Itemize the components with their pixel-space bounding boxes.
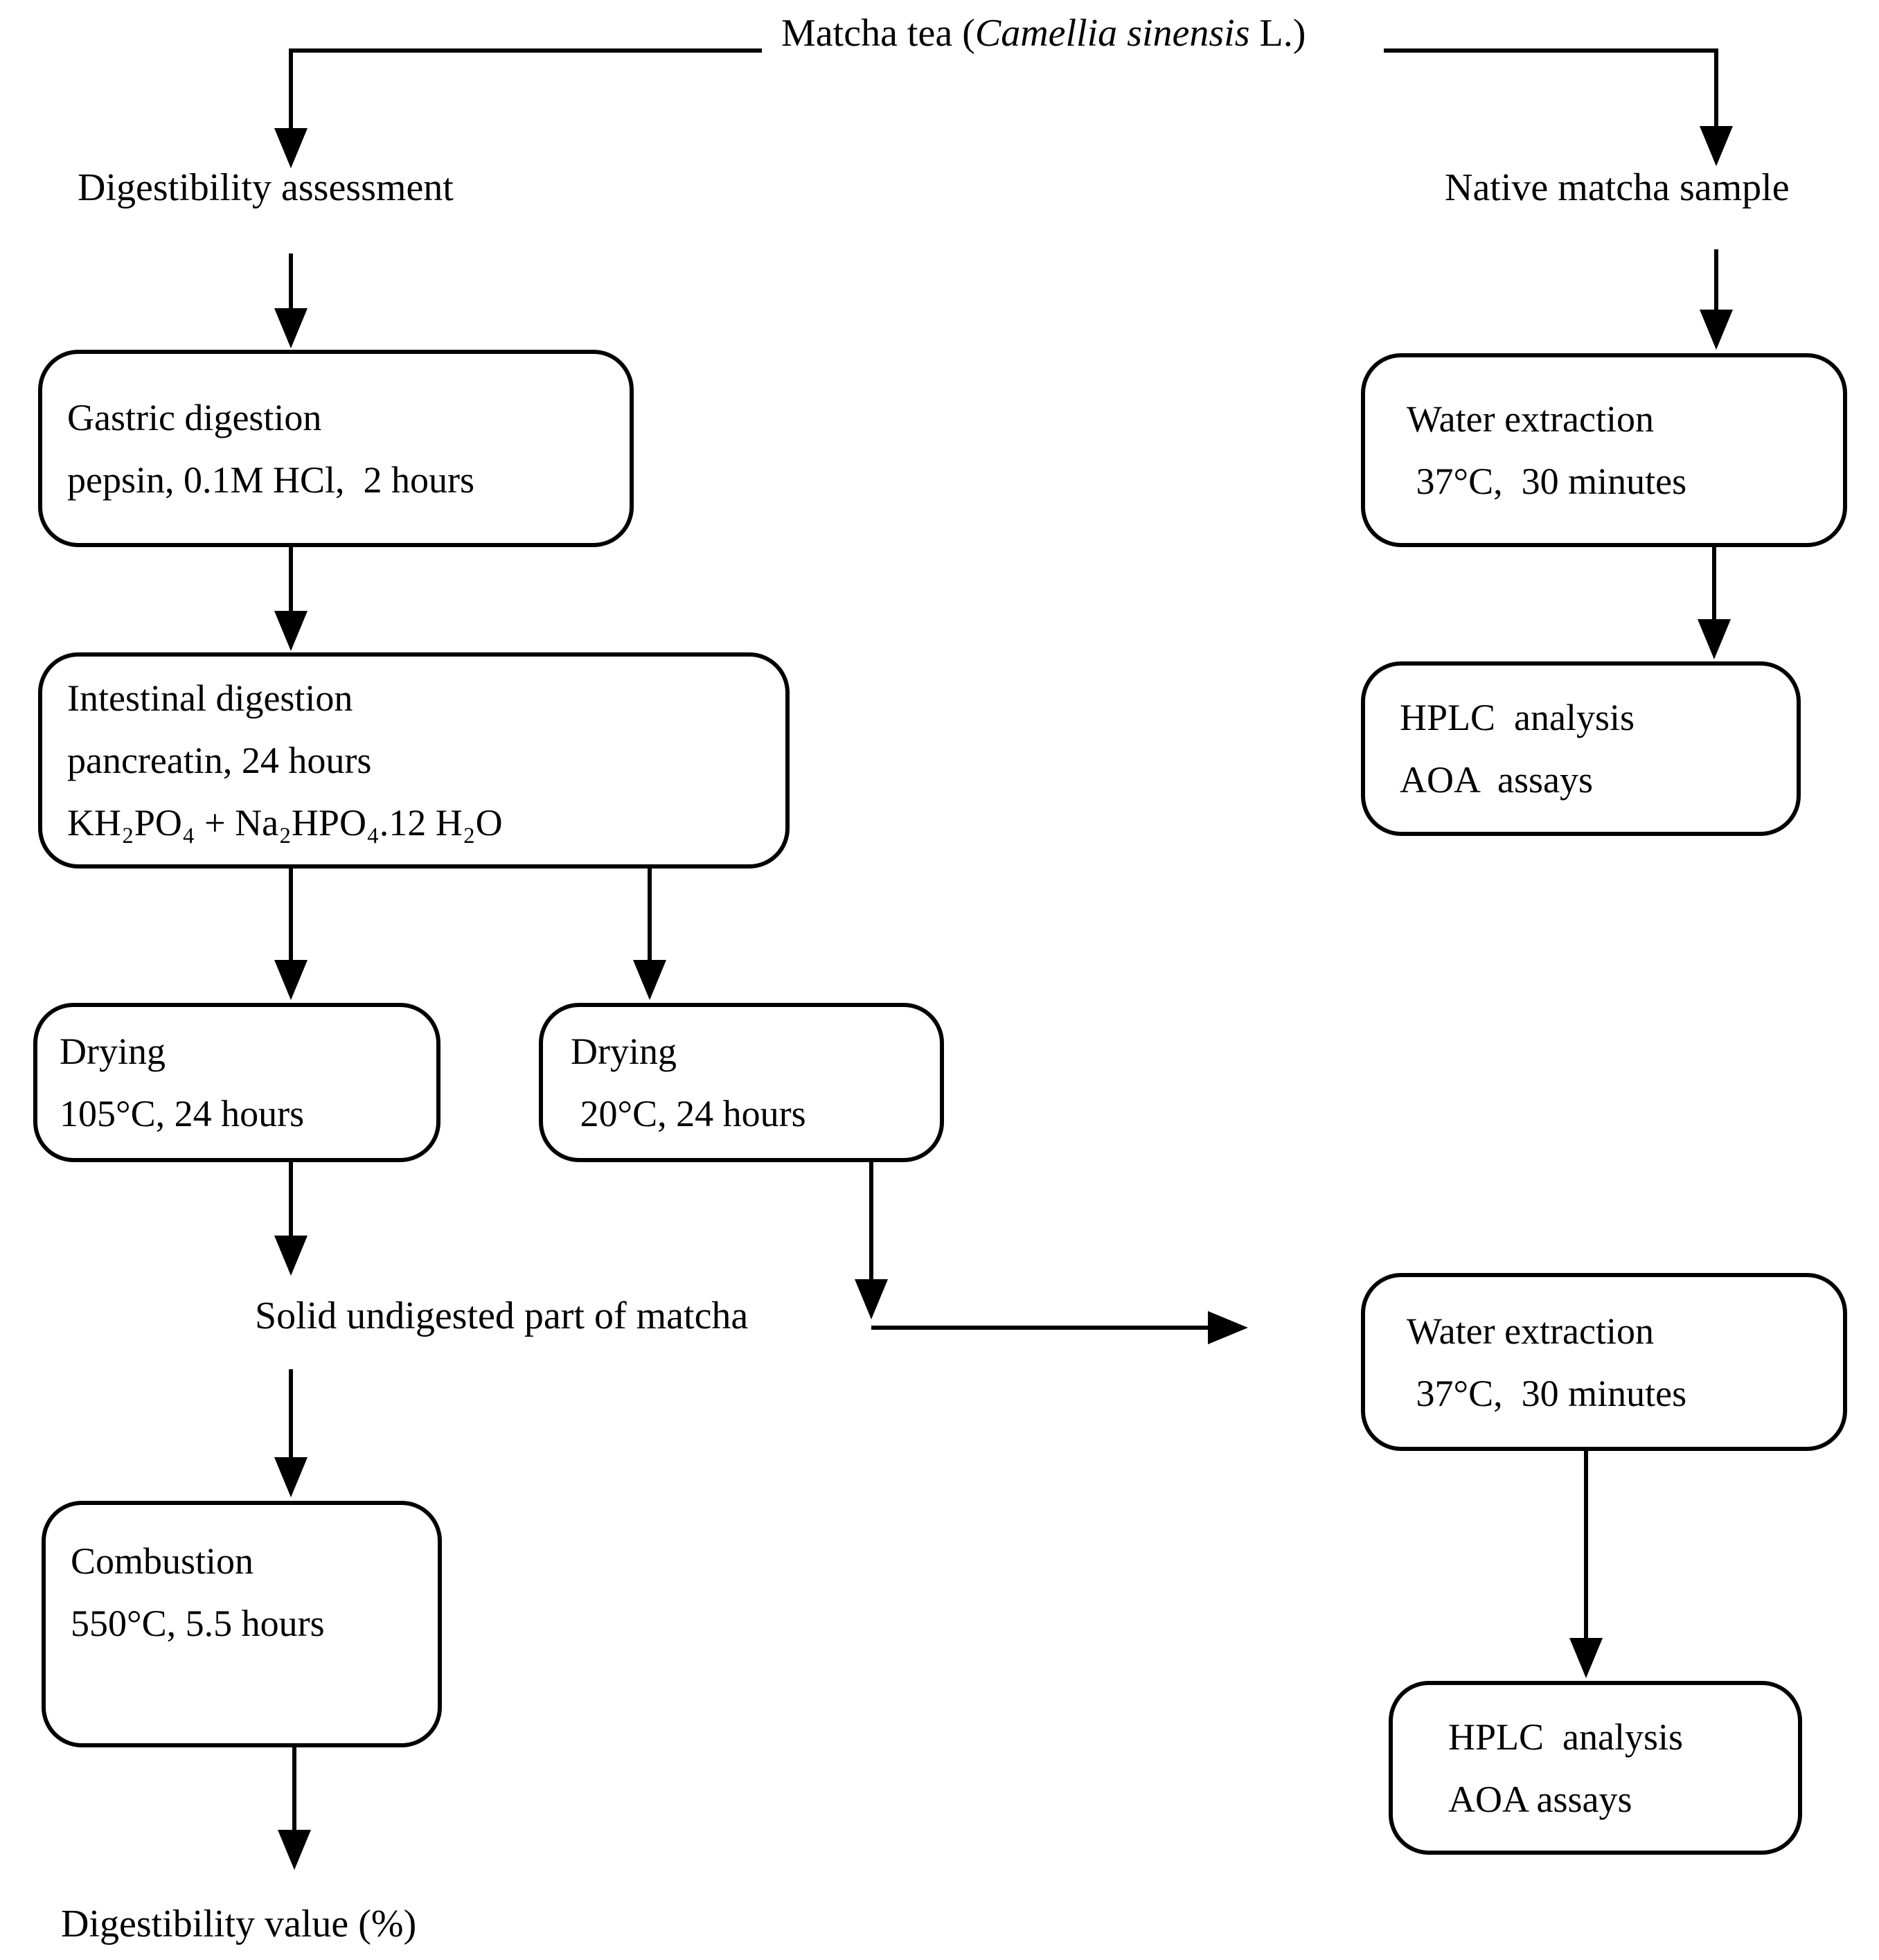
label-digestibility-value: Digestibility value (%) (61, 1903, 417, 1945)
arrow-drying105-to-solid-undigested (274, 1162, 308, 1276)
node-line: Water extraction (1407, 398, 1654, 440)
node-hplc-analysis-2: HPLC analysis AOA assays (1389, 1681, 1802, 1855)
arrow-native-to-water-extraction-1 (1700, 249, 1733, 350)
node-line: pepsin, 0.1M HCl, 2 hours (67, 458, 475, 501)
arrow-combustion-to-digestibility-value (278, 1747, 311, 1870)
node-line: Combustion (71, 1540, 254, 1582)
node-line: HPLC analysis (1400, 697, 1635, 738)
node-line: KH₂PO₄ + Na₂HPO₄.12 H₂O (67, 802, 503, 844)
arrow-water-extraction-2-to-hplc-2 (1569, 1451, 1603, 1678)
node-water-extraction-2: Water extraction 37°C, 30 minutes (1361, 1273, 1847, 1451)
node-drying-105: Drying 105°C, 24 hours (33, 1003, 440, 1162)
arrow-title-to-digestibility-assessment (274, 48, 762, 168)
arrow-solid-undigested-to-combustion (274, 1369, 308, 1497)
node-line: Drying (60, 1031, 166, 1072)
node-hplc-analysis-1: HPLC analysis AOA assays (1361, 661, 1801, 836)
arrow-drying20-to-water-extraction-2 (855, 1162, 1248, 1344)
node-line: 20°C, 24 hours (571, 1093, 806, 1134)
node-line: Drying (571, 1031, 677, 1072)
label-native-matcha-sample: Native matcha sample (1445, 166, 1790, 209)
node-line: Water extraction (1407, 1310, 1654, 1352)
title-prefix: Matcha tea ( (781, 12, 975, 55)
node-line: AOA assays (1448, 1778, 1632, 1820)
node-combustion: Combustion 550°C, 5.5 hours (42, 1501, 442, 1747)
node-line: pancreatin, 24 hours (67, 740, 372, 781)
node-gastric-digestion: Gastric digestion pepsin, 0.1M HCl, 2 ho… (38, 350, 634, 547)
arrow-gastric-to-intestinal (274, 547, 308, 651)
node-drying-20: Drying 20°C, 24 hours (539, 1003, 944, 1162)
node-water-extraction-1: Water extraction 37°C, 30 minutes (1361, 353, 1847, 547)
node-line: HPLC analysis (1448, 1716, 1684, 1758)
diagram-title: Matcha tea (Camellia sinensis L.) (781, 10, 1306, 57)
arrow-digestibility-to-gastric (274, 253, 308, 348)
node-line: 37°C, 30 minutes (1407, 1372, 1687, 1414)
node-line: 105°C, 24 hours (60, 1093, 305, 1134)
title-species-italic: Camellia sinensis (974, 12, 1250, 55)
label-digestibility-assessment: Digestibility assessment (78, 166, 454, 209)
node-line: Gastric digestion (67, 396, 322, 438)
arrow-title-to-native-matcha-sample (1384, 48, 1733, 166)
node-line: 550°C, 5.5 hours (71, 1603, 325, 1644)
arrow-intestinal-to-drying-105 (274, 868, 308, 1000)
node-line: 37°C, 30 minutes (1407, 461, 1687, 502)
node-line: Intestinal digestion (67, 677, 353, 719)
node-line: AOA assays (1400, 759, 1593, 801)
arrow-intestinal-to-drying-20 (633, 868, 666, 1000)
arrow-water-extraction-1-to-hplc-1 (1698, 547, 1731, 659)
node-intestinal-digestion: Intestinal digestion pancreatin, 24 hour… (38, 652, 790, 868)
label-solid-undigested-part: Solid undigested part of matcha (255, 1294, 749, 1337)
title-suffix: L.) (1249, 12, 1306, 55)
